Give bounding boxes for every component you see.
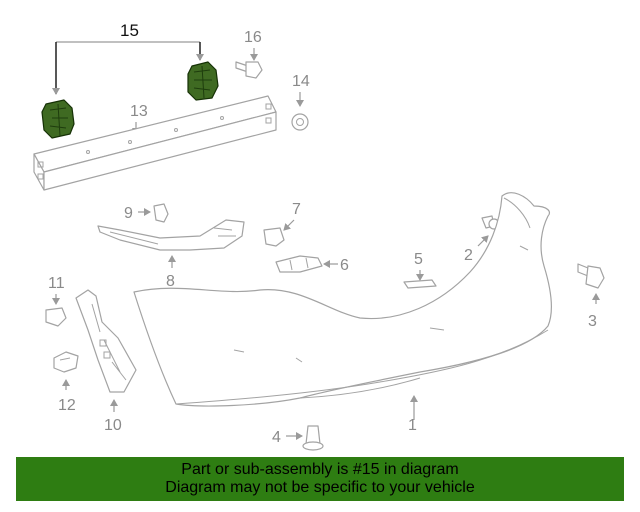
- callout-3: 3: [588, 313, 597, 330]
- info-banner: Part or sub-assembly is #15 in diagram D…: [16, 457, 624, 501]
- callout-14: 14: [292, 73, 310, 90]
- part-12-clip[interactable]: 12: [53, 351, 79, 414]
- callout-10: 10: [104, 417, 122, 434]
- callout-15: 15: [120, 21, 139, 40]
- part-10-support[interactable]: 10: [75, 289, 137, 434]
- part-11-fastener[interactable]: 11: [45, 275, 67, 327]
- callout-12: 12: [58, 397, 76, 414]
- parts-diagram: 15 16 14 13: [33, 21, 605, 451]
- callout-6: 6: [340, 257, 349, 274]
- part-2-clip[interactable]: 2: [464, 215, 500, 264]
- part-16-bolt[interactable]: 16: [235, 29, 263, 79]
- leader-line-7: [283, 219, 295, 231]
- callout-2: 2: [464, 247, 473, 264]
- part-8-retainer[interactable]: 8: [97, 219, 245, 290]
- callout-8: 8: [166, 273, 175, 290]
- leader-line-2: [477, 235, 489, 247]
- callout-5: 5: [414, 251, 423, 268]
- energy-absorber-right[interactable]: [187, 61, 219, 101]
- part-1-bumper-cover[interactable]: 1: [133, 192, 553, 434]
- callout-13: 13: [130, 103, 148, 120]
- callout-4: 4: [272, 429, 281, 446]
- part-5-reflector[interactable]: 5: [403, 251, 437, 289]
- callout-1: 1: [408, 417, 417, 434]
- part-9-clip[interactable]: 9: [124, 203, 169, 223]
- energy-absorber-left[interactable]: [41, 99, 75, 139]
- banner-line-2: Diagram may not be specific to your vehi…: [165, 479, 475, 496]
- part-3-screw[interactable]: 3: [577, 263, 605, 330]
- part-4-clip[interactable]: 4: [272, 425, 324, 451]
- part-6-bracket[interactable]: 6: [275, 255, 349, 274]
- banner-line-1: Part or sub-assembly is #15 in diagram: [181, 461, 459, 478]
- part-7-clip[interactable]: 7: [263, 201, 301, 247]
- part-13-reinforcement[interactable]: 13: [33, 95, 277, 191]
- part-14-nut[interactable]: 14: [291, 73, 310, 131]
- callout-9: 9: [124, 205, 133, 222]
- callout-16: 16: [244, 29, 262, 46]
- part-15-group[interactable]: 15: [41, 21, 219, 139]
- callout-7: 7: [292, 201, 301, 218]
- callout-11: 11: [48, 275, 65, 292]
